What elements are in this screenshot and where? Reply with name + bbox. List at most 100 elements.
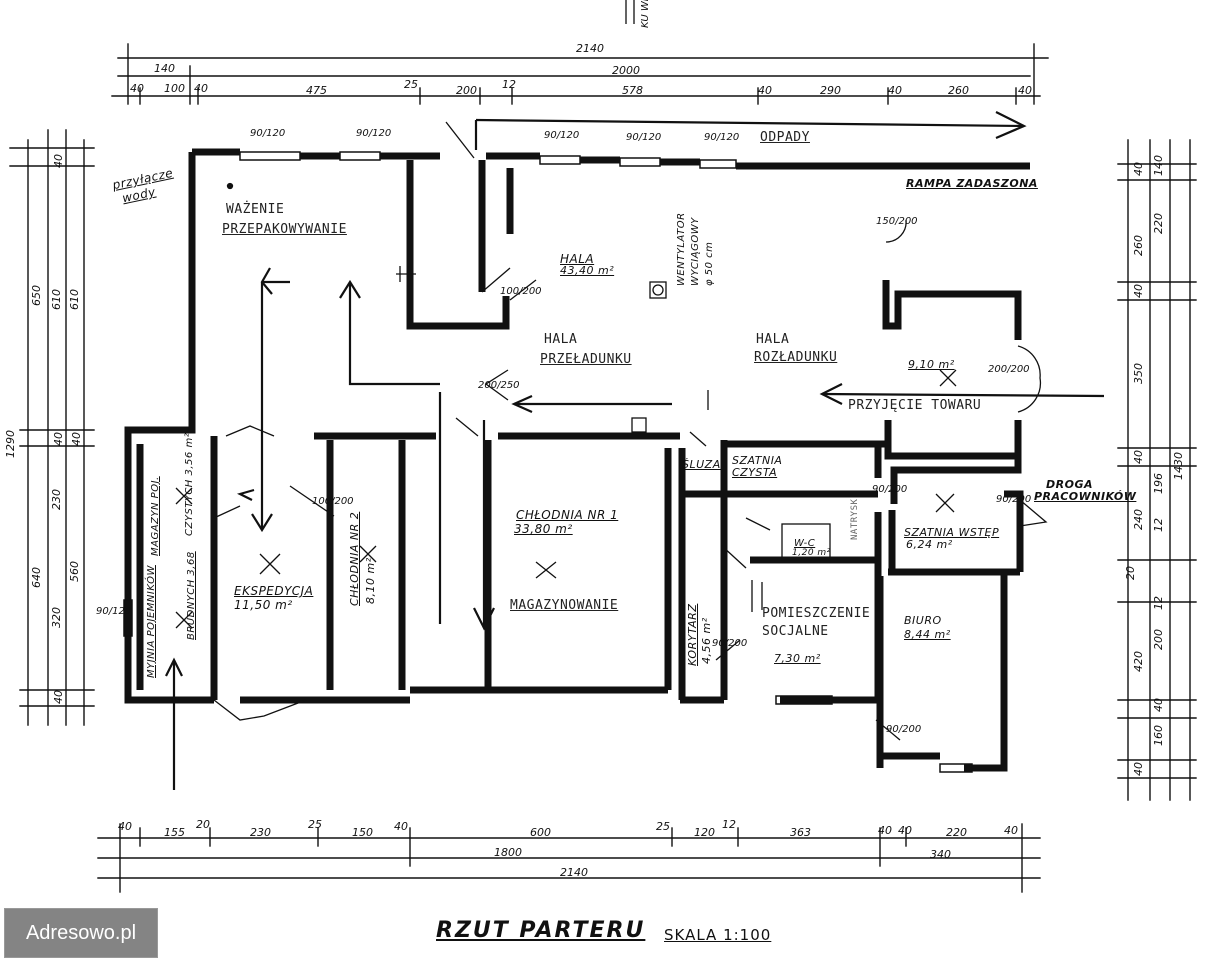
door-tag-6: 90/120 [96,606,132,617]
room-label-przyjecie-towaru: PRZYJĘCIE TOWARU [848,398,982,413]
fixtures [175,182,957,629]
dim-bottom-11: 363 [790,826,811,839]
dim-right-3: 350 [1132,363,1145,384]
dim-top-5: 200 [456,84,477,97]
dim-top-8: 40 [758,84,772,97]
drawing-title: RZUT PARTERU [436,918,646,943]
room-label-brudnych: BRUDNYCH 3,68 [186,551,197,640]
room-label-wc-area: 1,20 m² [792,548,831,558]
door-tag-15: 90/200 [712,638,748,649]
dim-bottom-10: 12 [722,818,736,831]
room-label-pomieszczenie-socjalne-area: 7,30 m² [774,652,821,665]
dim-right-10: 200 [1152,629,1165,650]
bottom-dimension-lines [97,823,1041,893]
dim-right-6: 240 [1132,509,1145,530]
room-label-szatnia-czysta-2: CZYSTA [732,466,778,479]
door-tag-7: 200/250 [478,380,520,391]
room-label-wc: W-C [794,538,816,549]
dim-right-total: 1430 [1172,452,1185,480]
dim-bottom-9: 120 [694,826,715,839]
dim-bottom-12: 40 [878,824,892,837]
dim-left-640: 640 [30,567,43,588]
door-tag-9: 100/200 [500,286,542,297]
room-label-droga-2: PRACOWNIKÓW [1034,490,1137,503]
dim-bottom-7: 600 [530,826,551,839]
walls [124,148,1030,772]
dim-left-total: 1290 [4,430,17,458]
dim-top-total: 2140 [576,42,604,55]
room-label-szatnia-czysta-1: SZATNIA [732,454,783,467]
room-label-magazyn: MAGAZYN POJ. [150,476,161,556]
flow-arrows [165,111,1105,790]
dim-top-10: 40 [888,84,902,97]
dim-bottom-1800: 1800 [494,846,522,859]
dim-bottom-total: 2140 [560,866,588,879]
room-label-szatnia-wstep-area: 6,24 m² [906,538,953,551]
door-tag-2: 90/120 [356,128,392,139]
dim-bottom-6: 40 [394,820,408,833]
dim-top-7: 578 [622,84,643,97]
room-label-natrysk: NATRYSK [850,498,860,540]
dim-top-11: 260 [948,84,969,97]
dim-right-13: 40 [1132,762,1145,776]
room-label-magazynowanie: MAGAZYNOWANIE [510,598,619,613]
room-label-przepakowywanie: PRZEPAKOWYWANIE [222,222,347,237]
dim-left-40a: 40 [52,154,65,168]
label-wentylator-3: φ 50 cm [704,241,715,286]
room-label-sluza: ŚLUZA [682,458,721,471]
dim-top-12: 40 [1018,84,1032,97]
room-label-pomieszczenie-socjalne-1: POMIESZCZENIE [762,606,871,621]
room-label-czyste: CZYSTYCH 3,56 m² [184,432,195,536]
room-label-rampa: RAMPA ZADASZONA [906,177,1038,190]
room-label-wazenie: WAŻENIE [226,202,285,217]
room-label-szatnia-wstep: SZATNIA WSTĘP [904,526,1000,539]
room-label-ekspedycja-area: 11,50 m² [234,598,293,612]
north-marker [625,0,635,24]
dim-right-2: 40 [1132,284,1145,298]
watermark-logo: Adresowo.pl [4,908,158,958]
dim-bottom-4: 25 [308,818,322,831]
dim-bottom-2: 20 [196,818,210,831]
dim-top-6: 12 [502,78,516,91]
north-label: KU WI [640,0,651,28]
dim-right-extra-2: 420 [1132,651,1145,672]
dim-bottom-8: 25 [656,820,670,833]
door-tag-4: 90/120 [626,132,662,143]
dim-top-1: 100 [164,82,185,95]
dim-left-610a: 610 [50,289,63,310]
drawing-scale: SKALA 1:100 [664,926,772,944]
room-label-hala-przeladunku-2: PRZEŁADUNKU [540,352,632,367]
door-tag-1: 90/120 [250,128,286,139]
dim-bottom-14: 220 [946,826,967,839]
room-label-pomieszczenie-socjalne-2: SOCJALNE [762,624,829,639]
door-tag-10: 100/200 [312,496,354,507]
dim-top-140: 140 [154,62,175,75]
dim-right-8: 20 [1124,566,1137,580]
dim-bottom-0: 40 [118,820,132,833]
room-label-hala-przeladunku-1: HALA [544,332,578,347]
room-label-chlodnia-2-area: 8,10 m² [364,557,377,604]
dim-bottom-5: 150 [352,826,373,839]
dim-right-1: 260 [1132,235,1145,256]
label-wentylator-1: WENTYLATOR [676,212,687,286]
dim-left-650: 650 [30,285,43,306]
room-label-odpady: ODPADY [760,130,810,145]
dim-right-7: 12 [1152,518,1165,532]
room-label-hala-rozladunku-1: HALA [756,332,790,347]
room-label-small-area: 9,10 m² [908,358,955,371]
room-label-droga-1: DROGA [1046,478,1093,491]
dim-bottom-15: 40 [1004,824,1018,837]
door-tag-8: 150/200 [876,216,918,227]
dim-right-11: 40 [1152,698,1165,712]
dim-right-12: 160 [1152,725,1165,746]
door-tag-14: 90/200 [886,724,922,735]
room-label-chlodnia-1: CHŁODNIA NR 1 [516,508,619,522]
dim-top-2: 40 [194,82,208,95]
dim-left-320: 320 [50,607,63,628]
room-label-biuro: BIURO [904,614,942,627]
dim-bottom-3: 230 [250,826,271,839]
door-tag-13: 90/200 [996,494,1032,505]
dim-top-4: 25 [404,78,418,91]
dim-bottom-1: 155 [164,826,185,839]
